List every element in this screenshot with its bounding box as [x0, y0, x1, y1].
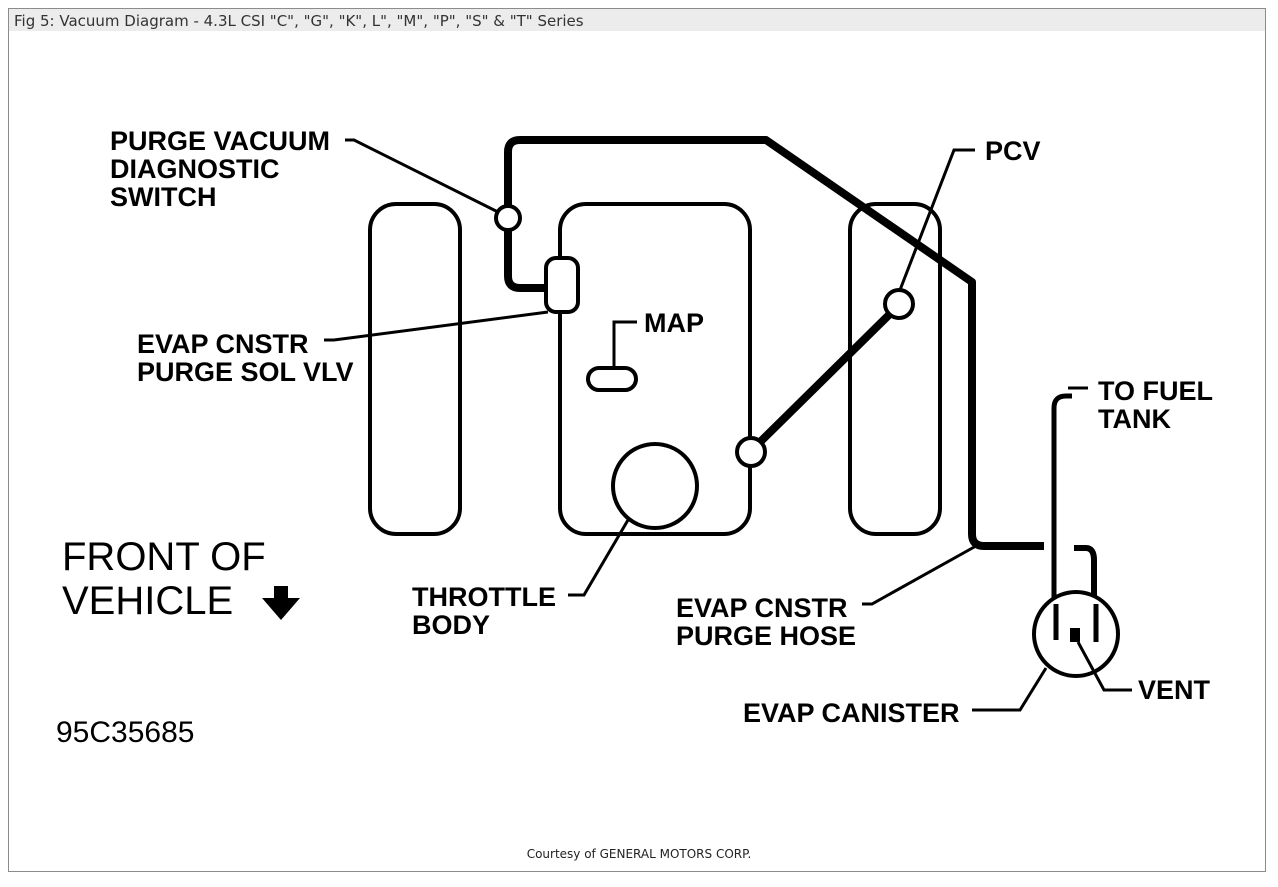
label-purge-switch-line1: PURGE VACUUM: [110, 126, 330, 156]
purge-solenoid-valve: [544, 256, 580, 314]
courtesy-note: Courtesy of GENERAL MOTORS CORP.: [526, 847, 752, 861]
leader-purge-switch: [345, 138, 499, 214]
right-cylinder-bank: [848, 202, 942, 536]
label-throttle-line2: BODY: [412, 610, 490, 640]
label-map: MAP: [644, 308, 704, 338]
leader-vent: [1076, 641, 1132, 692]
intake-manifold: [558, 202, 752, 536]
leader-purge-valve: [324, 310, 549, 342]
evap-purge-hose-line: [504, 136, 1044, 550]
figure-code: 95C35685: [56, 716, 194, 749]
label-purge-hose-line1: EVAP CNSTR: [676, 593, 848, 623]
leader-map: [612, 320, 637, 370]
purge-vacuum-switch: [494, 204, 522, 232]
pcv-valve: [883, 288, 915, 320]
label-pcv: PCV: [985, 136, 1041, 166]
label-evap-canister: EVAP CANISTER: [743, 698, 960, 728]
label-purge-hose-line2: PURGE HOSE: [676, 621, 856, 651]
vent-hose: [1074, 545, 1097, 640]
label-vent: VENT: [1138, 675, 1211, 705]
label-front-line2: VEHICLE: [62, 579, 233, 623]
left-cylinder-bank: [368, 202, 462, 536]
label-fuel-tank-line2: TANK: [1098, 404, 1171, 434]
label-throttle-line1: THROTTLE: [412, 582, 556, 612]
fuel-tank-line: [1051, 393, 1072, 640]
label-purge-valve-line1: EVAP CNSTR: [137, 329, 309, 359]
label-fuel-tank-line1: TO FUEL: [1098, 376, 1213, 406]
label-purge-switch-line3: SWITCH: [110, 182, 216, 212]
caption-bar: [9, 9, 1265, 31]
throttle-body: [611, 442, 699, 530]
leader-purge-hose: [862, 544, 977, 606]
pcv-hose: [749, 303, 901, 453]
leader-pcv: [898, 148, 975, 291]
map-sensor: [586, 366, 638, 392]
label-purge-switch-line2: DIAGNOSTIC: [110, 154, 280, 184]
label-purge-valve-line2: PURGE SOL VLV: [137, 357, 354, 387]
figure-caption: Fig 5: Vacuum Diagram - 4.3L CSI "C", "G…: [14, 12, 584, 30]
leader-canister: [972, 667, 1048, 712]
label-front-line1: FRONT OF: [62, 535, 266, 579]
leader-throttle-body: [568, 519, 630, 597]
canister-purge-port: [1070, 628, 1080, 642]
front-arrow-icon: [262, 586, 300, 620]
pcv-port: [735, 436, 767, 468]
